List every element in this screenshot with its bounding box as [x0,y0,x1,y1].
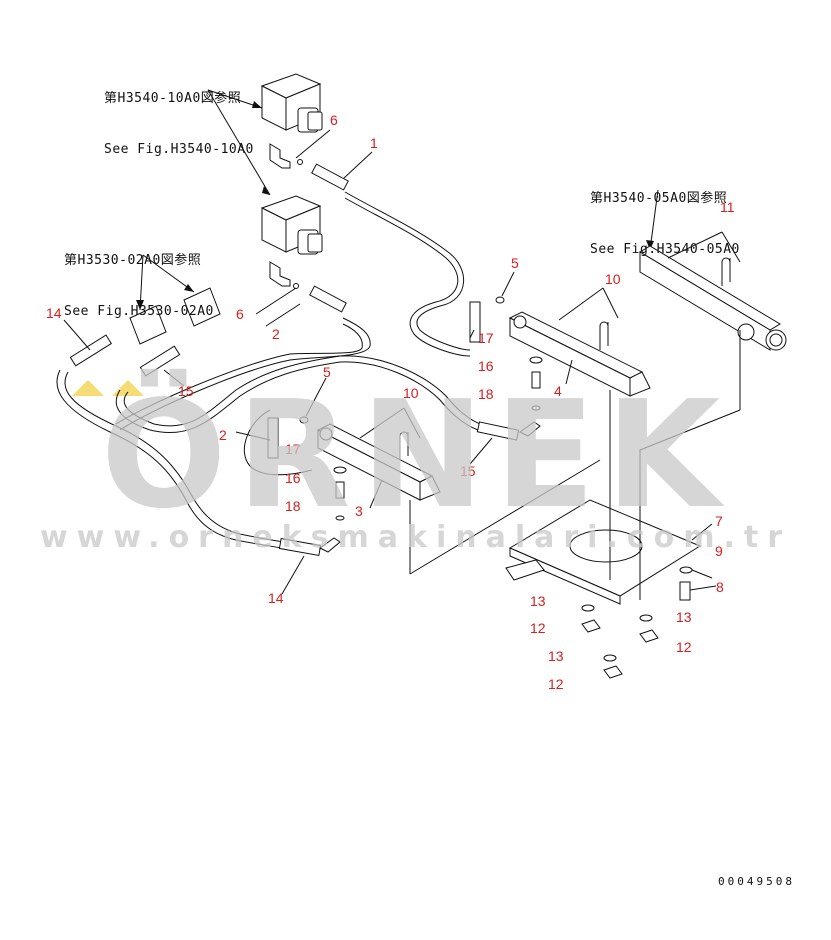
callout-label: 8 [716,579,724,595]
reference-jp: 第H3540-05A0図参照 [590,191,728,206]
callout-label: 11 [720,199,735,215]
fasteners [581,566,693,679]
callout-label: 13 [530,593,546,609]
frame-lines [409,330,741,600]
reference-note-h3540-05a0: 第H3540-05A0図参照 See Fig.H3540-05A0 [590,156,740,275]
callout-label: 15 [460,463,476,479]
callout-label: 1 [370,135,378,151]
watermark-accent-right [112,380,144,396]
solenoid-valve-lower [260,195,323,255]
callout-label: 10 [403,385,419,401]
reference-leaders [136,89,659,311]
callout-label: 14 [46,305,62,321]
reference-en: See Fig.H3540-05A0 [590,242,740,257]
callout-leaders [63,129,741,595]
watermark-accent-left [72,380,104,396]
valve-blocks-left [129,287,221,345]
callout-label: 10 [605,271,621,287]
u-bolts [399,257,731,460]
callout-label: 17 [285,441,301,457]
hose-end-fittings [69,301,541,556]
callout-label: 13 [548,648,564,664]
document-number: 00049508 [718,875,795,888]
callout-label: 9 [715,543,723,559]
hose-lines [56,163,481,549]
callout-label: 4 [554,383,562,399]
seals-and-plugs [299,296,543,521]
manifold-3 [316,423,441,501]
callout-label: 5 [511,255,519,271]
reference-note-h3530-02a0: 第H3530-02A0図参照 See Fig.H3530-02A0 [64,218,214,337]
callout-label: 18 [478,386,494,402]
callouts: 6 1 5 17 16 18 4 10 11 14 15 2 6 5 2 17 … [46,112,735,692]
callout-label: 6 [236,306,244,322]
manifold-4 [508,311,651,397]
callout-label: 12 [548,676,564,692]
reference-note-h3540-10a0: 第H3540-10A0図参照 See Fig.H3540-10A0 [104,56,254,175]
callout-label: 14 [268,590,284,606]
callout-label: 16 [478,358,494,374]
callout-label: 15 [178,383,194,399]
callout-label: 12 [530,620,546,636]
callout-label: 5 [323,364,331,380]
callout-label: 2 [219,427,227,443]
callout-label: 7 [715,513,723,529]
solenoid-valve-upper [260,73,323,133]
manifold-11 [639,245,787,351]
callout-label: 18 [285,498,301,514]
reference-en: See Fig.H3540-10A0 [104,142,254,157]
callout-label: 6 [330,112,338,128]
callout-label: 2 [272,326,280,342]
mounting-plate [505,499,702,605]
elbow-fittings [269,143,303,289]
callout-label: 12 [676,639,692,655]
callout-label: 17 [478,330,494,346]
callout-label: 16 [285,470,301,486]
reference-jp: 第H3540-10A0図参照 [104,91,242,106]
reference-jp: 第H3530-02A0図参照 [64,253,202,268]
reference-en: See Fig.H3530-02A0 [64,304,214,319]
callout-label: 3 [355,503,363,519]
callout-label: 13 [676,609,692,625]
